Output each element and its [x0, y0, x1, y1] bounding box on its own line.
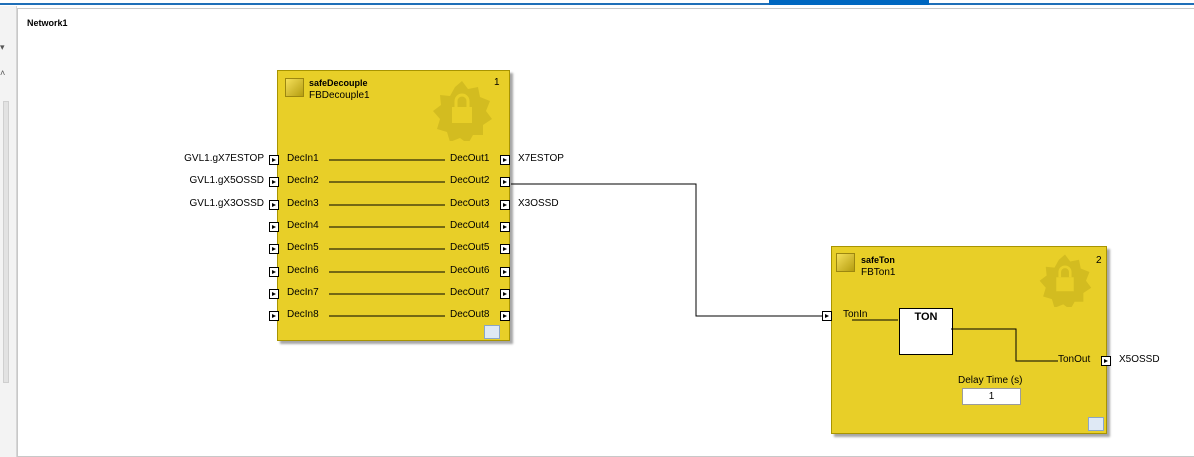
ton-timer-box[interactable]: TON	[899, 308, 953, 355]
lock-gear-icon	[1039, 254, 1092, 307]
input-pin-label: DecIn5	[287, 242, 319, 253]
output-port-icon[interactable]	[500, 155, 510, 165]
delay-time-label: Delay Time (s)	[958, 375, 1023, 386]
lock-gear-icon	[433, 81, 492, 141]
output-port-icon[interactable]	[500, 267, 510, 277]
output-variable[interactable]: X3OSSD	[518, 198, 559, 209]
output-port-icon[interactable]	[500, 289, 510, 299]
input-port-icon[interactable]	[269, 200, 279, 210]
output-pin-label: DecOut7	[450, 287, 490, 298]
input-port-icon[interactable]	[269, 311, 279, 321]
input-variable[interactable]: GVL1.gX5OSSD	[189, 175, 264, 186]
selected-tab-indicator[interactable]	[769, 0, 929, 5]
safety-block-icon	[285, 78, 304, 97]
input-pin-label: DecIn8	[287, 309, 319, 320]
output-pin-label: DecOut2	[450, 175, 490, 186]
output-pin-label: DecOut3	[450, 198, 490, 209]
delay-time-input[interactable]: 1	[962, 388, 1021, 405]
wire-decout2-tonin	[511, 183, 822, 317]
block-number: 2	[1096, 255, 1102, 266]
input-pin-label: DecIn3	[287, 198, 319, 209]
output-port-icon[interactable]	[500, 244, 510, 254]
input-port-icon[interactable]	[822, 311, 832, 321]
input-pin-label: DecIn7	[287, 287, 319, 298]
dropdown-arrow-icon[interactable]: ▾	[0, 42, 5, 52]
input-pin-label: DecIn2	[287, 175, 319, 186]
input-variable[interactable]: GVL1.gX7ESTOP	[184, 153, 264, 164]
output-variable[interactable]: X7ESTOP	[518, 153, 564, 164]
block-type: safeDecouple	[309, 78, 368, 88]
input-port-icon[interactable]	[269, 155, 279, 165]
output-pin-label: DecOut6	[450, 265, 490, 276]
output-port-icon[interactable]	[1101, 356, 1111, 366]
block-resize-handle[interactable]	[1088, 417, 1104, 431]
block-number: 1	[494, 77, 500, 88]
block-instance-name[interactable]: FBDecouple1	[309, 90, 370, 101]
input-port-icon[interactable]	[269, 267, 279, 277]
function-block-safeton[interactable]: safeTon FBTon1 2 TON Delay Time (s) 1	[831, 246, 1107, 434]
output-variable[interactable]: X5OSSD	[1119, 354, 1160, 365]
input-pin-label: DecIn1	[287, 153, 319, 164]
output-port-icon[interactable]	[500, 222, 510, 232]
ton-label: TON	[914, 311, 938, 323]
output-port-icon[interactable]	[500, 200, 510, 210]
output-pin-label: DecOut8	[450, 309, 490, 320]
input-port-icon[interactable]	[269, 244, 279, 254]
input-pin-label: DecIn4	[287, 220, 319, 231]
input-pin-label: TonIn	[843, 309, 868, 320]
output-pin-label: TonOut	[1058, 354, 1091, 365]
safety-block-icon	[836, 253, 855, 272]
block-resize-handle[interactable]	[484, 325, 500, 339]
output-port-icon[interactable]	[500, 177, 510, 187]
input-port-icon[interactable]	[269, 289, 279, 299]
input-port-icon[interactable]	[269, 177, 279, 187]
input-variable[interactable]: GVL1.gX3OSSD	[189, 198, 264, 209]
expand-arrow-icon[interactable]: ˄	[0, 68, 6, 78]
block-type: safeTon	[861, 255, 895, 265]
output-pin-label: DecOut5	[450, 242, 490, 253]
output-port-icon[interactable]	[500, 311, 510, 321]
left-toolbar-strip: ▾ ˄	[0, 6, 17, 457]
output-pin-label: DecOut1	[450, 153, 490, 164]
top-accent-line	[0, 3, 1194, 5]
network-label: Network1	[27, 18, 68, 28]
block-instance-name[interactable]: FBTon1	[861, 267, 896, 278]
input-port-icon[interactable]	[269, 222, 279, 232]
left-scrollbar[interactable]	[3, 101, 9, 383]
output-pin-label: DecOut4	[450, 220, 490, 231]
input-pin-label: DecIn6	[287, 265, 319, 276]
